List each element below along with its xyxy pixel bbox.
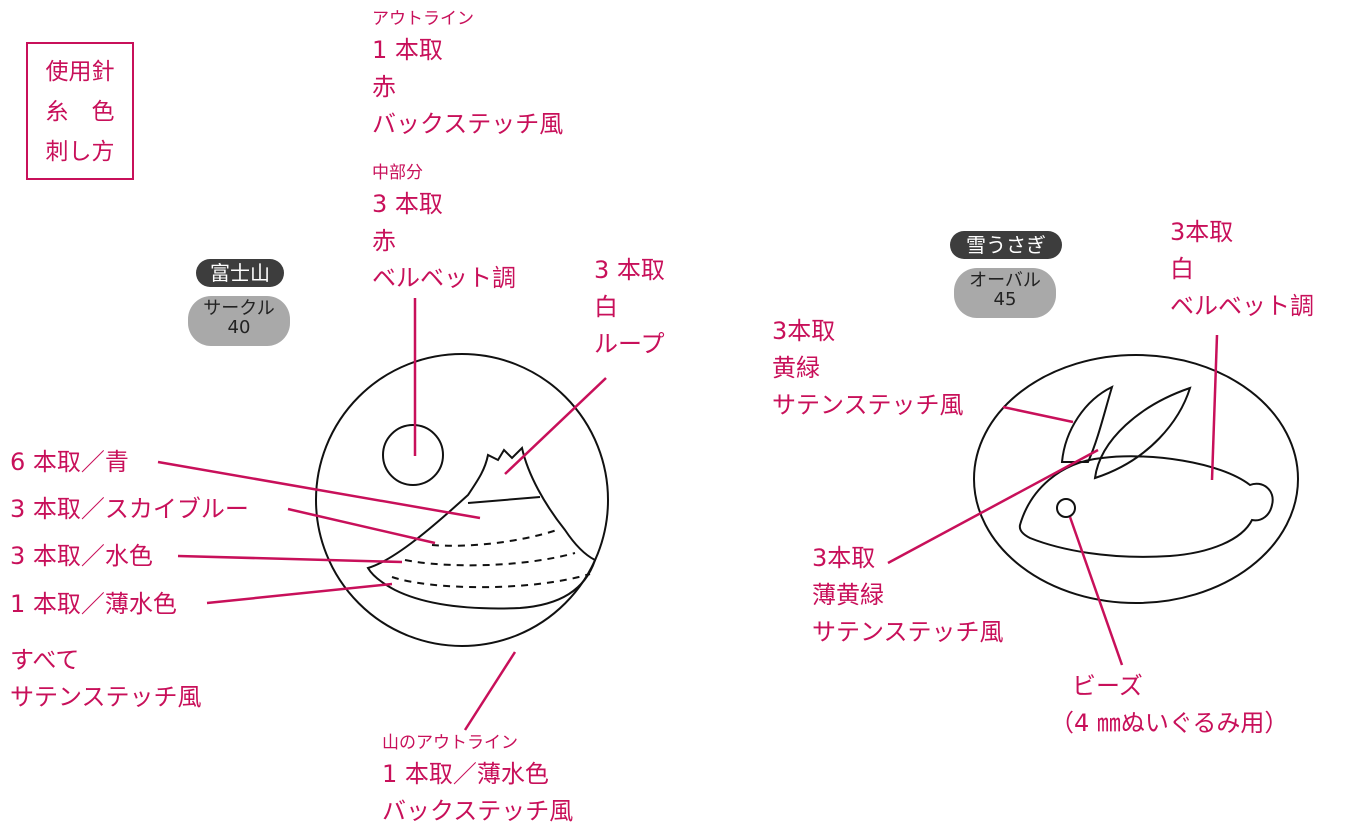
rabbit-ear-right-stitch: サテンステッチ風 bbox=[812, 618, 1004, 646]
fuji-band-label-1: 6 本取／青 bbox=[10, 448, 129, 476]
leader-snow bbox=[504, 377, 607, 475]
rabbit-body-color: 白 bbox=[1170, 255, 1194, 283]
fuji-mountain-shape bbox=[366, 446, 597, 610]
fuji-outline-color: 赤 bbox=[372, 73, 396, 101]
fuji-snow-strands: 3 本取 bbox=[594, 256, 665, 284]
fuji-hoop-circle bbox=[315, 353, 609, 647]
leader-band-2 bbox=[287, 507, 436, 545]
fuji-snowline bbox=[467, 496, 541, 504]
rabbit-ear-right-color: 薄黄緑 bbox=[812, 581, 884, 609]
fuji-snow-stitch: ループ bbox=[594, 330, 665, 358]
leader-ear-right bbox=[887, 448, 1099, 565]
rabbit-ear-left bbox=[1060, 385, 1114, 463]
fuji-band-label-4: 1 本取／薄水色 bbox=[10, 590, 177, 618]
fuji-outline-title: アウトライン bbox=[372, 9, 474, 29]
leader-band-3 bbox=[177, 554, 403, 564]
fuji-snow-color: 白 bbox=[594, 293, 618, 321]
rabbit-eye-label: ビーズ （4 ㎜ぬいぐるみ用） bbox=[1050, 668, 1288, 742]
fuji-band-label-3: 3 本取／水色 bbox=[10, 542, 153, 570]
legend-box: 使用針 糸 色 刺し方 bbox=[26, 42, 134, 180]
fuji-center-stitch: ベルベット調 bbox=[372, 264, 516, 292]
rabbit-eye-line2: （4 ㎜ぬいぐるみ用） bbox=[1050, 709, 1289, 737]
rabbit-ear-left-color: 黄緑 bbox=[772, 354, 820, 382]
rabbit-ear-left-stitch: サテンステッチ風 bbox=[772, 391, 964, 419]
leader-band-1 bbox=[157, 460, 481, 520]
rabbit-hoop-shape: オーバル bbox=[969, 270, 1041, 291]
rabbit-eye bbox=[1056, 498, 1076, 518]
fuji-outline-stitch: バックステッチ風 bbox=[372, 110, 564, 138]
rabbit-eye-line1: ビーズ bbox=[1072, 672, 1143, 700]
fuji-all-note: すべて サテンステッチ風 bbox=[10, 642, 202, 716]
fuji-sun-circle bbox=[382, 424, 444, 486]
fuji-center-label: 中部分 3 本取 赤 ベルベット調 bbox=[372, 160, 516, 297]
rabbit-body-stitch: ベルベット調 bbox=[1170, 292, 1314, 320]
fuji-band-label-2: 3 本取／スカイブルー bbox=[10, 495, 249, 523]
fuji-outline-strands: 1 本取 bbox=[372, 36, 443, 64]
rabbit-body-label: 3本取 白 ベルベット調 bbox=[1170, 214, 1314, 325]
fuji-dash-1 bbox=[431, 529, 558, 547]
rabbit-name-badge: 雪うさぎ bbox=[950, 231, 1062, 259]
fuji-name: 富士山 bbox=[210, 261, 270, 285]
fuji-mountain-outline-line2: バックステッチ風 bbox=[382, 797, 574, 825]
rabbit-ear-right-label: 3本取 薄黄緑 サテンステッチ風 bbox=[812, 540, 1004, 651]
leader-rabbit-body bbox=[1210, 334, 1219, 481]
fuji-snow-label: 3 本取 白 ループ bbox=[594, 252, 665, 363]
leader-ear-left bbox=[1002, 405, 1074, 424]
fuji-mountain-outline-label: 山のアウトライン 1 本取／薄水色 バックステッチ風 bbox=[382, 730, 573, 830]
legend-needle: 使用針 bbox=[45, 59, 115, 85]
fuji-outline-label: アウトライン 1 本取 赤 バックステッチ風 bbox=[372, 6, 563, 143]
fuji-all-note-line1: すべて bbox=[10, 646, 80, 674]
rabbit-body-strands: 3本取 bbox=[1170, 218, 1234, 246]
fuji-hoop-shape: サークル bbox=[203, 298, 275, 319]
rabbit-ear-left-strands: 3本取 bbox=[772, 317, 836, 345]
fuji-center-title: 中部分 bbox=[372, 163, 423, 183]
fuji-dash-3 bbox=[391, 573, 591, 589]
rabbit-ear-right bbox=[1093, 386, 1192, 480]
leader-band-4 bbox=[206, 582, 393, 605]
fuji-mountain-outline-title: 山のアウトライン bbox=[382, 733, 518, 753]
leader-eye bbox=[1068, 516, 1124, 666]
fuji-hoop-size: 40 bbox=[227, 317, 251, 338]
rabbit-hoop-badge: オーバル 45 bbox=[954, 268, 1056, 318]
rabbit-hoop-oval bbox=[973, 354, 1299, 604]
legend-thread-color: 糸 色 bbox=[45, 99, 115, 125]
rabbit-name: 雪うさぎ bbox=[966, 233, 1046, 257]
fuji-mountain-outline-line1: 1 本取／薄水色 bbox=[382, 760, 549, 788]
rabbit-body bbox=[1018, 455, 1274, 558]
fuji-center-strands: 3 本取 bbox=[372, 190, 443, 218]
rabbit-hoop-size: 45 bbox=[993, 289, 1017, 310]
fuji-name-badge: 富士山 bbox=[196, 259, 284, 287]
fuji-hoop-badge: サークル 40 bbox=[188, 296, 290, 346]
legend-stitch: 刺し方 bbox=[45, 139, 115, 165]
leader-mountain-outline bbox=[463, 651, 517, 731]
fuji-dash-2 bbox=[404, 552, 576, 567]
fuji-center-color: 赤 bbox=[372, 227, 396, 255]
fuji-all-note-line2: サテンステッチ風 bbox=[10, 683, 202, 711]
rabbit-ear-right-strands: 3本取 bbox=[812, 544, 876, 572]
rabbit-ear-left-label: 3本取 黄緑 サテンステッチ風 bbox=[772, 313, 964, 424]
